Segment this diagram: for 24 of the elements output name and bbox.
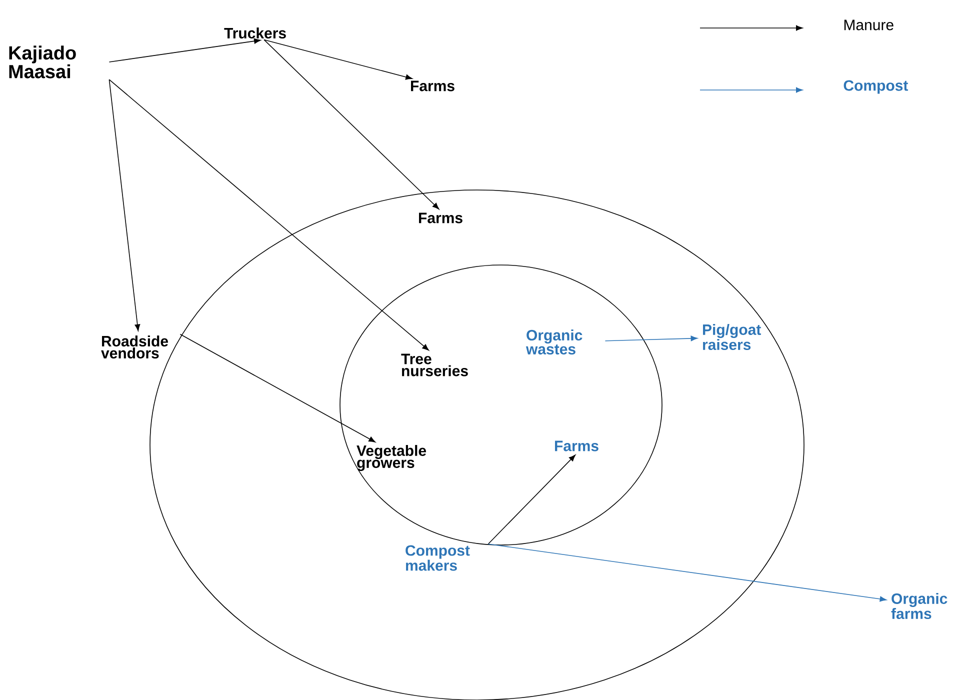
node-label: Organic farms — [891, 592, 948, 620]
node-label: Kajiado Maasai — [9, 46, 76, 78]
legend-label: Manure — [844, 20, 894, 30]
zone-ellipse — [340, 264, 662, 546]
legend-label: Compost — [844, 80, 908, 94]
arrow — [604, 336, 698, 342]
arrow — [488, 544, 887, 602]
node-label: Pig/goat raisers — [703, 324, 761, 350]
arrow — [108, 38, 261, 62]
node-label: Tree nurseries — [401, 354, 468, 376]
node-label: Organic wastes — [526, 330, 582, 354]
node-label: Truckers — [224, 27, 286, 38]
arrow — [488, 454, 576, 544]
arrow — [264, 39, 412, 80]
node-label: Farms — [411, 80, 454, 92]
node-label: Roadside vendors — [101, 335, 168, 358]
arrow — [264, 39, 440, 210]
arrow — [180, 334, 376, 442]
arrow — [108, 79, 429, 351]
node-label: Farms — [555, 440, 598, 452]
node-label: Compost makers — [406, 545, 470, 571]
node-label: Farms — [419, 212, 462, 224]
node-label: Vegetable growers — [356, 444, 426, 472]
arrow — [108, 79, 140, 332]
